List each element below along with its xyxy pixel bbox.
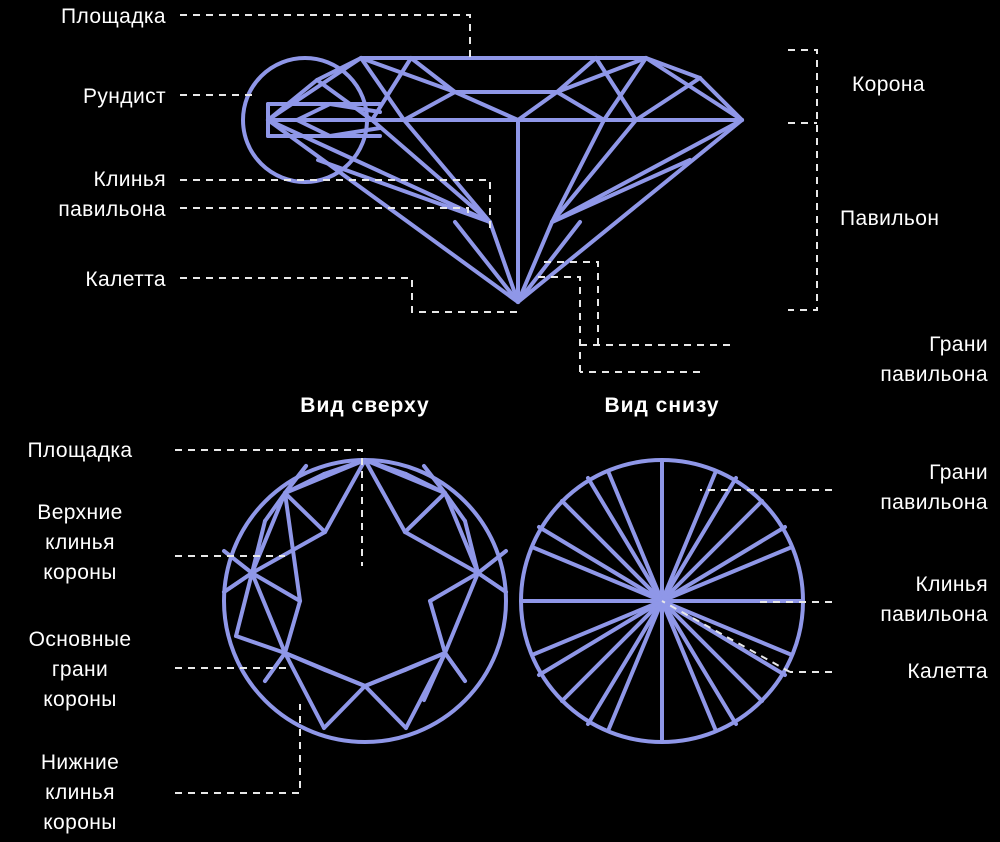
leader-kaletta-bottom-2 <box>661 600 791 673</box>
heading-vid-sverhu: Вид сверху <box>300 394 430 417</box>
label-grani-pavilona: Грани павильона <box>880 333 988 386</box>
leader-ploshchadka-2 <box>175 449 363 566</box>
label-grani-pavilona-2: Грани павильона <box>880 461 988 514</box>
label-pavilon: Павильон <box>840 207 940 230</box>
leader-kaletta <box>180 277 520 313</box>
label-verhnie-klinya-korony: Верхние клинья короны <box>37 501 123 584</box>
bracket-korona-pavilon <box>788 49 818 311</box>
label-korona: Корона <box>852 73 925 96</box>
leader-nizhnie-klinya <box>175 704 301 794</box>
label-kaletta: Калетта <box>85 268 166 291</box>
leader-klinya-pavilona-a <box>180 179 491 233</box>
label-ploshchadka-2: Площадка <box>27 439 133 462</box>
leader-grani-pavilona-a <box>540 261 599 345</box>
bottom-view-round <box>519 458 805 744</box>
leader-klinya-pavilona-b <box>180 207 469 218</box>
heading-vid-snizu: Вид снизу <box>604 394 720 417</box>
top-view-round <box>222 458 508 744</box>
label-klinya-pavilona: Клинья павильона <box>58 168 166 221</box>
side-view-diamond <box>241 56 744 304</box>
label-kaletta-2: Калетта <box>907 660 988 683</box>
label-osnovnye-grani-korony: Основные грани короны <box>28 628 132 711</box>
label-nizhnie-klinya-korony: Нижние клинья короны <box>40 751 120 834</box>
label-rundist: Рундист <box>82 85 166 108</box>
label-klinya-pavilona-2: Клинья павильона <box>880 573 988 626</box>
leader-grani-pavilona-c <box>533 276 581 372</box>
label-ploshchadka: Площадка <box>60 5 166 28</box>
leader-ploshchadka <box>180 14 471 58</box>
